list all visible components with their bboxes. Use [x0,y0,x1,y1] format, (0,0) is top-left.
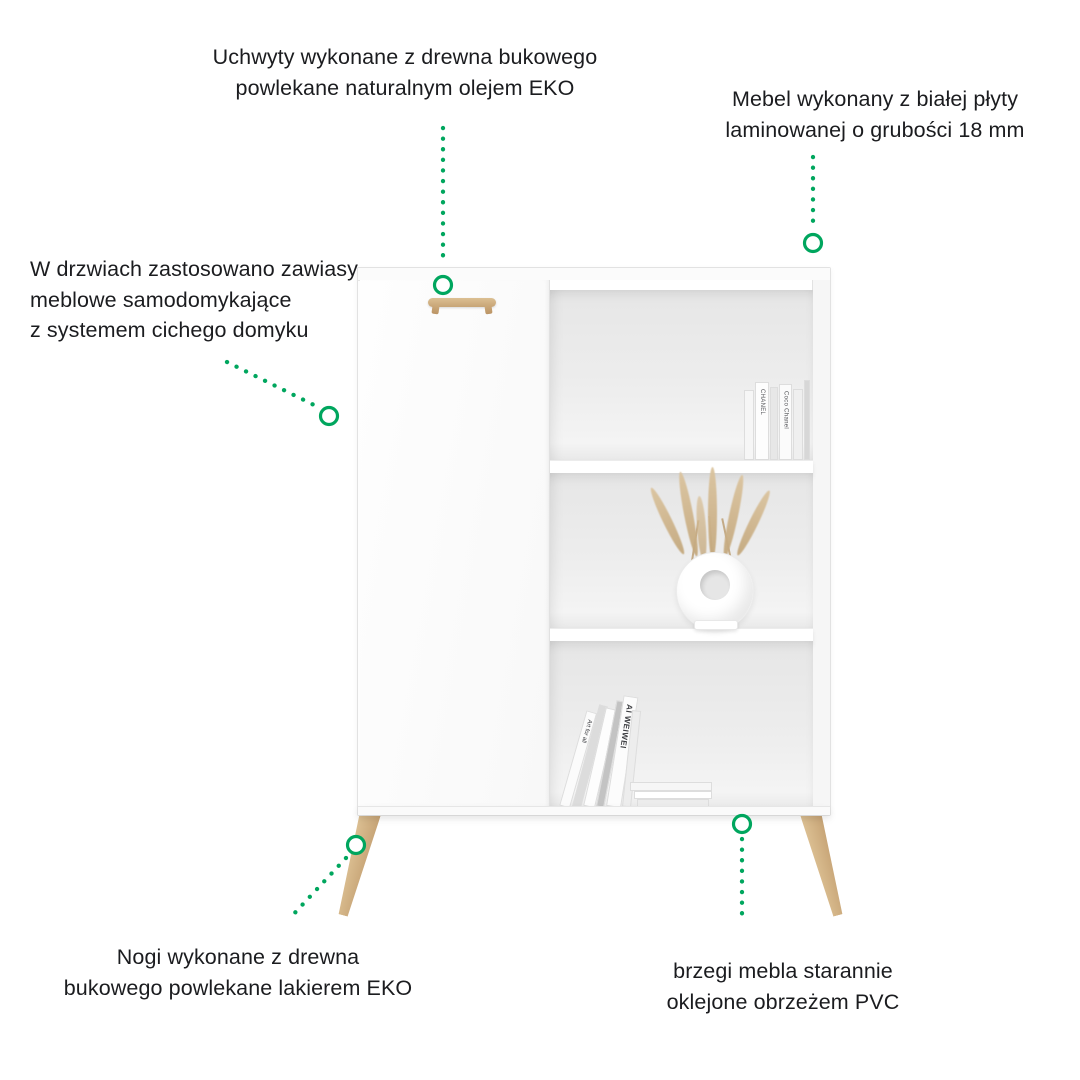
cabinet-leg-front-right [800,810,848,918]
flat-book [630,782,712,791]
annotation-legs: Nogi wykonane z drewna bukowego powlekan… [63,945,413,1000]
book-spine: Coco Chanel [779,384,792,460]
marker-edges [731,813,753,835]
door-handle [428,298,496,307]
donut-vase [676,552,754,630]
book-spine [744,390,754,460]
donut-vase-base [694,620,738,630]
book-spine [804,380,810,460]
annotation-edges: brzegi mebla starannie oklejone obrzeżem… [666,959,900,1014]
book-spine [793,389,803,460]
book-spine-label: CHANEL [759,389,765,416]
connector-legs [288,855,349,920]
donut-vase-hole [700,570,730,600]
annotation-board: Mebel wykonany z białej płyty laminowane… [725,87,1025,142]
compartment-top: CHANEL Coco Chanel [549,290,813,460]
annotation-hinges: W drzwiach zastosowano zawiasy meblowe s… [30,257,359,343]
cabinet-leg-back-left [373,812,406,906]
door-handle-standoff [431,304,440,315]
cabinet-right-side-panel [812,280,830,807]
book-spine: CHANEL [755,382,769,460]
marker-board [802,232,824,254]
pampas-plume [708,467,717,559]
connector-hinges [224,359,317,408]
flat-book [634,791,712,799]
cabinet-body: CHANEL Coco Chanel [357,267,831,816]
door-handle-standoff [484,304,493,315]
cabinet-bottom-panel [358,806,830,815]
cabinet: CHANEL Coco Chanel [357,267,831,816]
cabinet-door [360,280,550,811]
book-spine [770,387,778,460]
annotation-handle: Uchwyty wykonane z drewna bukowego powle… [212,45,598,100]
cabinet-leg-front-left [333,810,381,918]
book-group-top: CHANEL Coco Chanel [744,380,810,460]
marker-hinges [318,405,340,427]
book-spine-label: Coco Chanel [782,391,789,429]
